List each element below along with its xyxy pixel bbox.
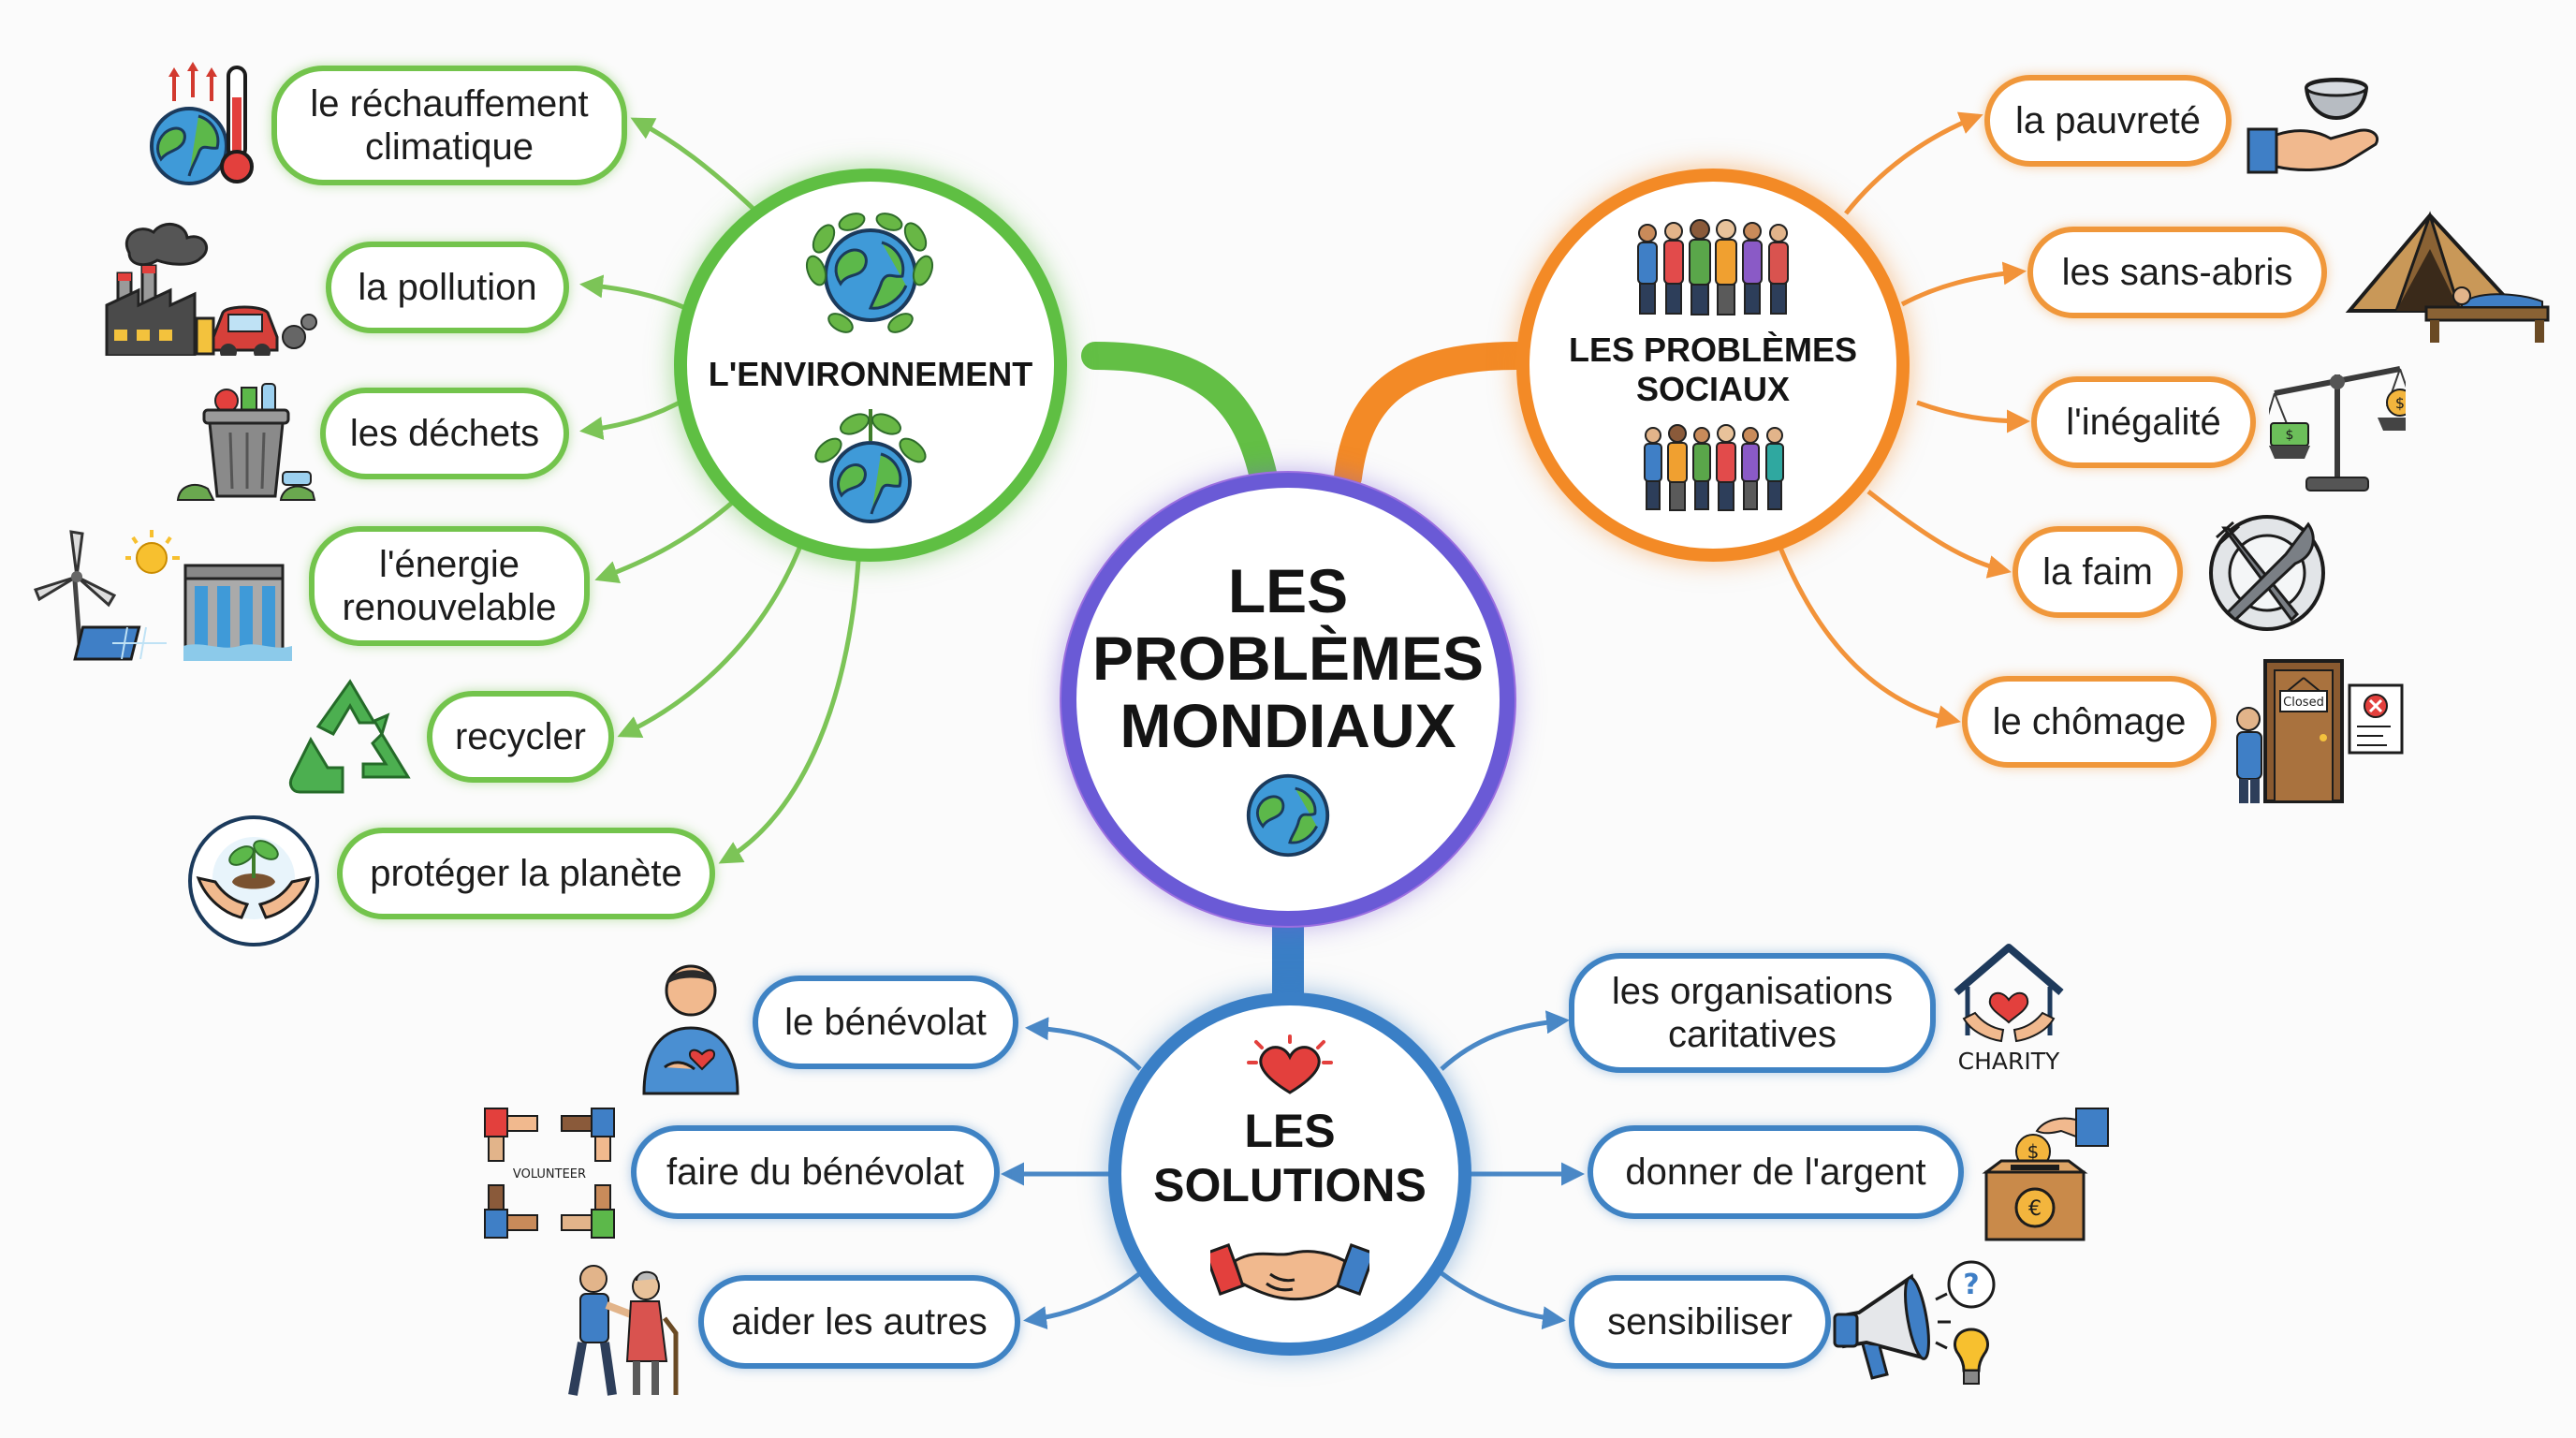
- plate-fork-knife-icon: [2209, 515, 2325, 631]
- charity-text: CHARITY: [1958, 1048, 2060, 1075]
- env-item-recycle[interactable]: recycler: [427, 691, 614, 783]
- env-item-pollution[interactable]: la pollution: [326, 242, 569, 333]
- arrow-social-5: [1776, 542, 1961, 728]
- hand-bowl-icon: [2247, 78, 2378, 174]
- solution-item-raise-awareness[interactable]: sensibiliser: [1569, 1275, 1831, 1369]
- social-item-hunger[interactable]: la faim: [2012, 526, 2183, 618]
- helping-elderly-icon: [568, 1265, 679, 1396]
- volunteer-person-icon: [642, 964, 739, 1095]
- link-center-social: [1334, 342, 1530, 492]
- solution-item-charities[interactable]: les organisations caritatives: [1569, 953, 1936, 1073]
- trash-bin-icon: [176, 383, 316, 501]
- arrow-social-2: [1900, 261, 2027, 307]
- environment-hub: L'ENVIRONNEMENT: [674, 169, 1067, 562]
- scales-icon: $ $: [2269, 366, 2406, 492]
- social-item-homeless[interactable]: les sans-abris: [2027, 227, 2327, 318]
- diverse-people-icon: [1644, 424, 1784, 511]
- arrow-sol-left-3: [1023, 1271, 1142, 1330]
- social-hub: LES PROBLÈMES SOCIAUX: [1516, 169, 1910, 562]
- solution-item-do-volunteering[interactable]: faire du bénévolat: [631, 1125, 1000, 1219]
- hands-plant-icon: [188, 815, 319, 946]
- arrow-env-5: [617, 533, 808, 738]
- social-item-inequality[interactable]: l'inégalité: [2031, 376, 2256, 468]
- arrow-env-1: [630, 117, 760, 215]
- center-title: LES PROBLÈMES MONDIAUX: [1091, 556, 1485, 760]
- solutions-title: LES SOLUTIONS: [1153, 1105, 1427, 1211]
- svg-text:$: $: [2395, 394, 2405, 412]
- arrow-sol-right-1: [1440, 1010, 1570, 1071]
- factory-car-smoke-icon: [105, 223, 317, 356]
- arrow-social-4: [1866, 490, 2012, 579]
- svg-text:?: ?: [1963, 1269, 1979, 1301]
- svg-text:$: $: [2027, 1140, 2040, 1163]
- env-item-protect-planet[interactable]: protéger la planète: [337, 828, 715, 919]
- wind-solar-hydro-icon: [34, 530, 292, 661]
- earth-leaves-icon: [805, 213, 934, 333]
- social-title: LES PROBLÈMES SOCIAUX: [1568, 330, 1858, 408]
- handshake-icon: [1210, 1243, 1369, 1301]
- people-group-icon: [1637, 219, 1789, 315]
- env-item-waste[interactable]: les déchets: [320, 388, 569, 479]
- megaphone-icon: ?: [1833, 1260, 1996, 1385]
- arrow-sol-left-1: [1025, 1017, 1142, 1071]
- arrow-env-6: [718, 544, 862, 864]
- solution-item-help-others[interactable]: aider les autres: [698, 1275, 1020, 1369]
- closed-sign-text: Closed: [2283, 696, 2324, 710]
- volunteer-text: VOLUNTEER: [513, 1167, 586, 1181]
- arrow-env-4: [594, 494, 741, 583]
- arrow-social-1: [1844, 111, 1983, 215]
- arrow-social-3: [1916, 400, 2030, 433]
- tent-icon: [2345, 211, 2550, 343]
- solution-item-donate-money[interactable]: donner de l'argent: [1588, 1125, 1964, 1219]
- svg-text:€: €: [2028, 1197, 2042, 1221]
- social-item-poverty[interactable]: la pauvreté: [1984, 75, 2232, 167]
- hot-earth-thermometer-icon: [150, 62, 254, 185]
- recycle-icon: [288, 679, 411, 794]
- charity-house-icon: CHARITY: [1954, 944, 2064, 1075]
- arrow-env-2: [579, 274, 689, 312]
- social-branches: [1776, 111, 2030, 728]
- svg-text:$: $: [2286, 428, 2294, 443]
- solutions-hub: LES SOLUTIONS: [1108, 992, 1471, 1356]
- social-item-unemployment[interactable]: le chômage: [1962, 676, 2217, 768]
- solution-item-volunteering[interactable]: le bénévolat: [753, 976, 1018, 1069]
- earth-plant-icon: [814, 409, 927, 523]
- heart-icon: [1247, 1034, 1333, 1094]
- env-item-renewable-energy[interactable]: l'énergie renouvelable: [309, 526, 590, 646]
- closed-door-icon: Closed: [2236, 659, 2404, 803]
- env-item-climate-warming[interactable]: le réchauffement climatique: [271, 66, 627, 185]
- donation-box-icon: $ €: [1982, 1108, 2109, 1241]
- environment-title: L'ENVIRONNEMENT: [708, 355, 1033, 393]
- globe-icon: [1246, 773, 1330, 858]
- arrow-sol-right-3: [1440, 1270, 1566, 1330]
- volunteer-hands-icon: VOLUNTEER: [484, 1108, 615, 1239]
- arrow-env-3: [579, 395, 690, 440]
- center-hub: LES PROBLÈMES MONDIAUX: [1061, 473, 1515, 926]
- link-center-environment: [1081, 342, 1278, 492]
- solution-branches: [1001, 1010, 1585, 1330]
